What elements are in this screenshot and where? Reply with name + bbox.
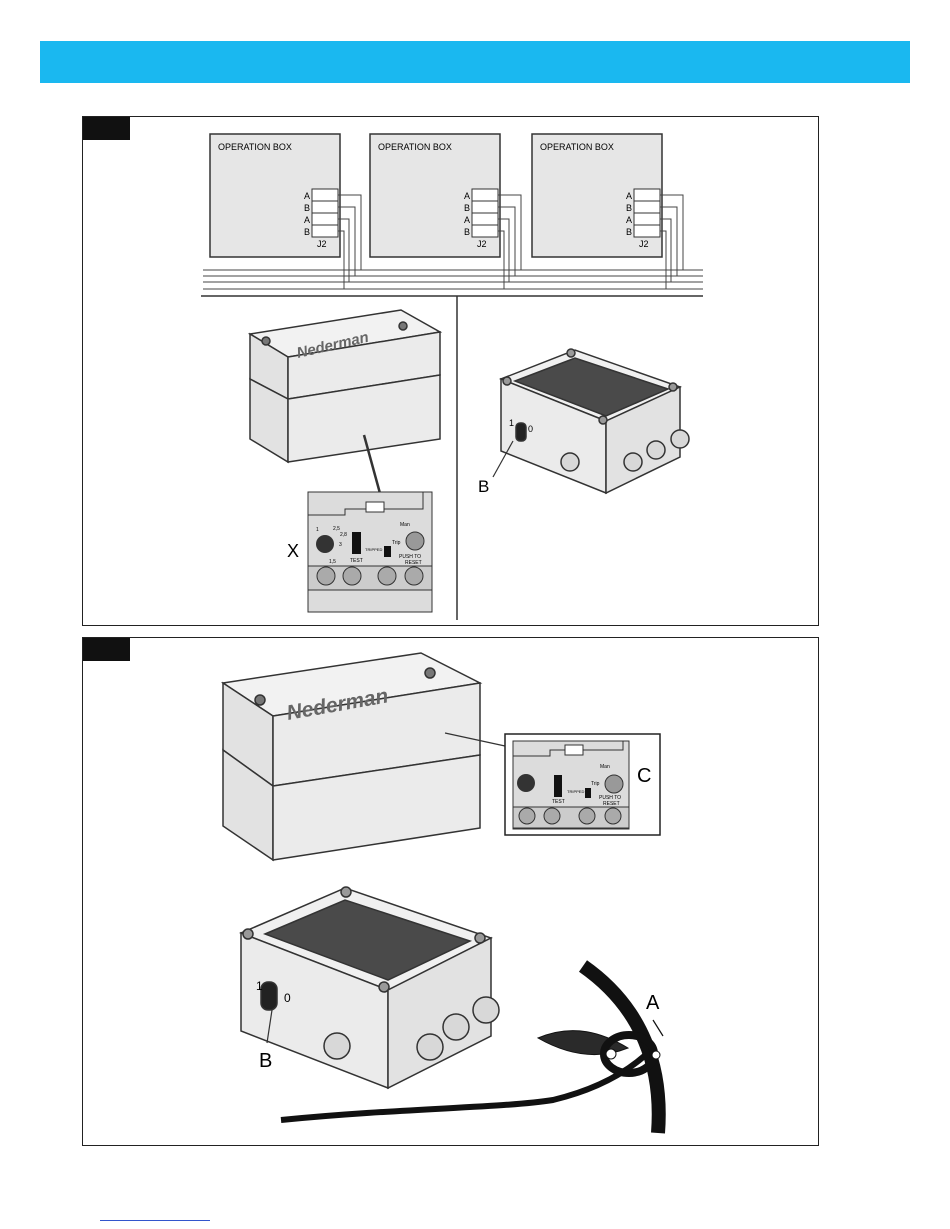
relay-test-label: TEST	[350, 558, 363, 564]
pin-label: A	[464, 191, 470, 201]
operation-box-3: OPERATION BOX A B A B J2	[532, 134, 683, 289]
relay-reset-label: RESET	[405, 560, 422, 566]
operation-box-title: OPERATION BOX	[218, 142, 292, 152]
pin-label: B	[464, 203, 470, 213]
pin-label: B	[304, 203, 310, 213]
operation-box-1: OPERATION BOX A B A B J2	[210, 134, 361, 289]
figure-panel-1: OPERATION BOX A B A B J2 OPERATION BOX A…	[82, 116, 819, 626]
pin-label: B	[464, 227, 470, 237]
pin-label: B	[626, 227, 632, 237]
relay-reset-label: RESET	[603, 801, 620, 807]
header-bar	[40, 41, 910, 83]
switch-on-label: 1	[256, 979, 263, 993]
callout-a: A	[646, 992, 660, 1014]
wiring-and-box-illustration: OPERATION BOX A B A B J2 OPERATION BOX A…	[83, 117, 818, 625]
relay-tripped-label: TRIPPED	[567, 789, 584, 794]
pin-label: A	[304, 191, 310, 201]
callout-b: B	[478, 477, 489, 496]
operation-box-2: OPERATION BOX A B A B J2	[370, 134, 521, 289]
operation-box-title: OPERATION BOX	[378, 142, 452, 152]
pin-label: A	[464, 215, 470, 225]
connector-label: J2	[639, 239, 649, 249]
relay-tripped-label: TRIPPED	[365, 547, 382, 552]
pin-label: A	[304, 215, 310, 225]
relay-man-label: Man	[600, 764, 610, 770]
connector-label: J2	[317, 239, 327, 249]
bus-wires	[203, 270, 703, 289]
dial-tick: 3	[339, 542, 342, 548]
dial-tick: 1,5	[329, 559, 336, 565]
pin-label: A	[626, 215, 632, 225]
pin-label: B	[626, 203, 632, 213]
closed-box-illustration	[223, 653, 505, 860]
operation-box-title: OPERATION BOX	[540, 142, 614, 152]
pin-label: A	[626, 191, 632, 201]
clamp-test-illustration: Nederman TEST TRIPPED Man Trip PUSH TO R…	[83, 638, 818, 1145]
pin-label: B	[304, 227, 310, 237]
switch-on-label: 1	[509, 418, 514, 428]
open-box-illustration	[241, 887, 499, 1088]
relay-man-label: Man	[400, 522, 410, 528]
relay-trip-label: Trip	[591, 781, 600, 787]
figure-panel-2: Nederman TEST TRIPPED Man Trip PUSH TO R…	[82, 637, 819, 1146]
open-box-illustration	[493, 349, 689, 493]
switch-off-label: 0	[528, 424, 533, 434]
callout-b: B	[259, 1050, 272, 1072]
relay-test-label: TEST	[552, 799, 565, 805]
dial-tick: 2,8	[340, 532, 347, 538]
connector-label: J2	[477, 239, 487, 249]
footer-rule	[100, 1220, 210, 1221]
overload-relay-x: 1 2,5 2,8 3 1,5 TEST TRIPPED Man Trip PU…	[308, 492, 432, 612]
callout-c: C	[637, 765, 651, 787]
callout-x: X	[287, 541, 299, 561]
relay-trip-label: Trip	[392, 540, 401, 546]
switch-off-label: 0	[284, 991, 291, 1005]
dial-tick: 1	[316, 527, 319, 533]
